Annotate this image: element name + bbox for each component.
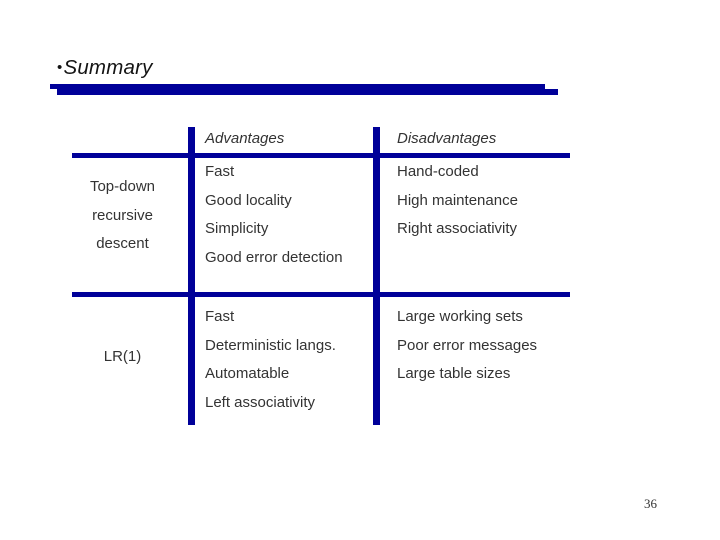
page-number: 36 <box>644 496 657 511</box>
slide-title-text: Summary <box>63 56 153 79</box>
disadvantage-item: Hand-coded <box>397 163 479 180</box>
disadvantage-item: High maintenance <box>397 191 518 209</box>
title-underline-bar-bottom <box>57 89 558 95</box>
slide-title: •Summary <box>57 56 153 80</box>
row-label-line: descent <box>96 235 149 253</box>
row-label-line: Top-down <box>89 178 156 195</box>
disadvantage-item: Poor error messages <box>397 336 538 354</box>
advantage-item: Fast <box>205 308 235 325</box>
advantage-item: Left associativity <box>205 394 316 412</box>
disadvantages-column-header: Disadvantages <box>397 130 497 147</box>
advantages-column-header: Advantages <box>205 130 285 147</box>
row-label-line: recursive <box>92 206 153 224</box>
table-rule-before-disadvantages <box>373 127 380 425</box>
advantage-item: Simplicity <box>205 220 269 238</box>
advantage-item: Good locality <box>205 191 292 209</box>
row-label-top-down-recursive-descent: Top-down recursive descent <box>60 173 185 259</box>
disadvantage-item: Large working sets <box>397 308 523 325</box>
table-rule-between-rows <box>72 292 570 297</box>
bullet-glyph: • <box>57 59 63 76</box>
disadvantage-item: Right associativity <box>397 220 518 238</box>
advantage-item: Fast <box>205 163 235 180</box>
disadvantage-item: Large table sizes <box>397 365 511 383</box>
advantage-item: Deterministic langs. <box>205 336 336 354</box>
table-rule-under-headers <box>72 153 570 158</box>
table-rule-before-advantages <box>188 127 195 425</box>
title-underline-bar-top <box>50 84 545 89</box>
advantage-item: Automatable <box>205 365 290 383</box>
row-label-line: LR(1) <box>103 348 142 365</box>
row-label-lr1: LR(1) <box>60 343 185 372</box>
advantage-item: Good error detection <box>205 249 343 267</box>
